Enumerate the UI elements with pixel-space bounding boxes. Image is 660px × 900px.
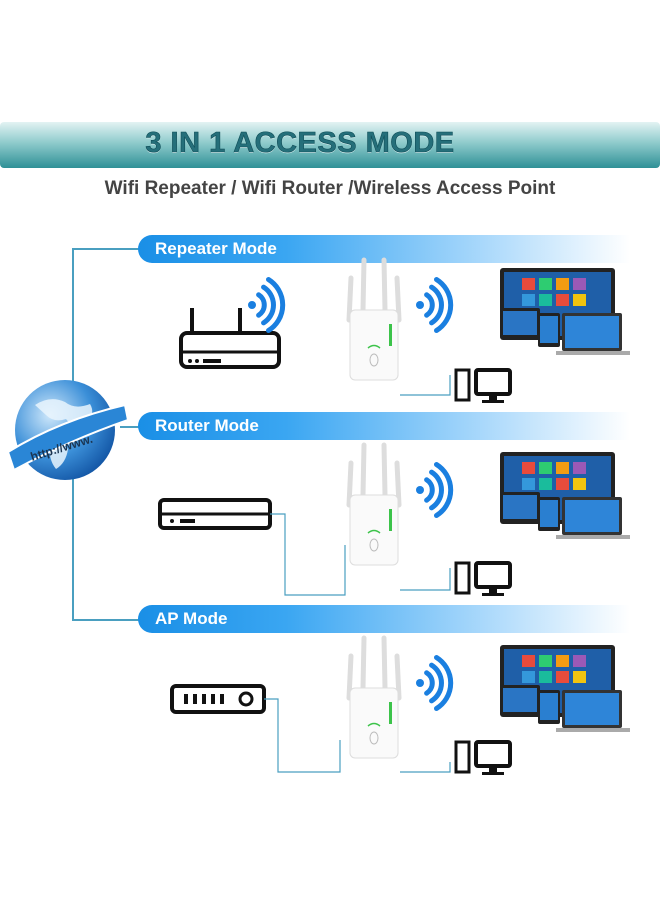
- connector-ap: [72, 619, 140, 621]
- desktop-pc-icon: [454, 368, 512, 403]
- devices-screens: [500, 268, 630, 355]
- devices-screens: [500, 645, 630, 732]
- extender-device: [346, 442, 402, 566]
- modem-icon: [158, 498, 272, 530]
- connector-repeater: [72, 248, 140, 250]
- wifi-signal-icon: [416, 462, 454, 518]
- desktop-pc-icon: [454, 561, 512, 596]
- devices-screens: [500, 452, 630, 539]
- header-band: [0, 122, 660, 168]
- connector-vertical-lower: [72, 470, 74, 620]
- connector-vertical: [72, 248, 74, 386]
- wireless-router-icon: [179, 308, 281, 369]
- connector-router: [120, 426, 140, 428]
- desktop-pc-icon: [454, 740, 512, 775]
- cable: [264, 698, 341, 773]
- wifi-signal-icon: [416, 655, 454, 711]
- wifi-signal-icon: [416, 277, 454, 333]
- cable: [400, 762, 451, 773]
- page-subtitle: Wifi Repeater / Wifi Router /Wireless Ac…: [104, 178, 556, 199]
- extender-device: [346, 257, 402, 381]
- banner-router-mode: Router Mode: [138, 412, 630, 440]
- globe-icon: http://www.: [6, 380, 130, 480]
- banner-ap-mode: AP Mode: [138, 605, 630, 633]
- mode-label: Repeater Mode: [155, 239, 277, 258]
- cable: [400, 375, 451, 396]
- mode-label: AP Mode: [155, 609, 228, 628]
- cable: [400, 568, 451, 591]
- cable: [270, 513, 346, 596]
- page-title: 3 IN 1 ACCESS MODE: [145, 127, 455, 160]
- wifi-signal-icon: [248, 277, 286, 333]
- ethernet-switch-icon: [170, 684, 266, 714]
- mode-label: Router Mode: [155, 416, 259, 435]
- extender-device: [346, 635, 402, 759]
